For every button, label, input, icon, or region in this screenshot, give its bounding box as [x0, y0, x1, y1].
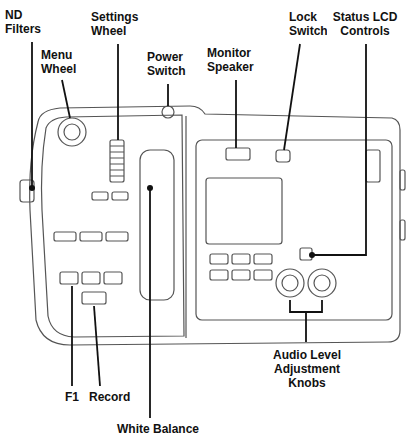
part-label: White Balance: [116, 422, 200, 436]
part-label: Settings Wheel: [90, 10, 152, 38]
part-label: F1: [64, 390, 80, 404]
leader-dots: [29, 185, 315, 258]
camera-body: [20, 106, 405, 345]
part-label: Status LCD Controls: [327, 10, 403, 38]
leader-lines: [32, 42, 366, 418]
part-label: Audio Level Adjustment Knobs: [262, 348, 352, 390]
part-label: Record: [88, 390, 131, 404]
part-label: Power Switch: [146, 50, 198, 78]
part-label: ND Filters: [4, 8, 54, 36]
part-label: Menu Wheel: [40, 48, 90, 76]
part-label: Monitor Speaker: [206, 46, 266, 74]
